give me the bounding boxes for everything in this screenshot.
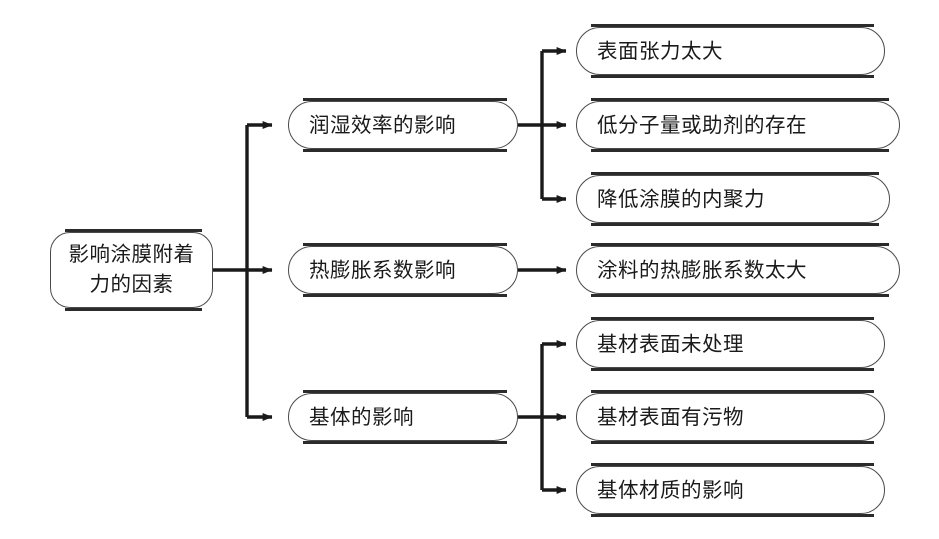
node-leaf-1-3-label: 降低涂膜的内聚力: [597, 186, 765, 211]
node-leaf-3-1-label: 基材表面未处理: [597, 331, 744, 356]
node-leaf-1-3[interactable]: 降低涂膜的内聚力: [576, 172, 890, 226]
node-branch-1[interactable]: 润湿效率的影响: [288, 98, 518, 152]
node-leaf-1-1[interactable]: 表面张力太大: [576, 24, 885, 78]
node-branch-2-label: 热膨胀系数影响: [309, 257, 456, 282]
node-leaf-1-1-label: 表面张力太大: [597, 38, 723, 63]
node-leaf-1-2[interactable]: 低分子量或助剂的存在: [576, 98, 900, 152]
node-branch-3-label: 基体的影响: [309, 404, 414, 429]
node-branch-3[interactable]: 基体的影响: [288, 390, 518, 444]
node-root-label: 影响涂膜附着 力的因素: [68, 242, 195, 296]
node-branch-2[interactable]: 热膨胀系数影响: [288, 243, 518, 297]
node-leaf-3-3[interactable]: 基体材质的影响: [576, 463, 885, 517]
node-leaf-3-3-label: 基体材质的影响: [597, 477, 744, 502]
node-leaf-1-2-label: 低分子量或助剂的存在: [597, 112, 807, 137]
node-leaf-2-1-label: 涂料的热膨胀系数太大: [597, 257, 807, 282]
node-leaf-2-1[interactable]: 涂料的热膨胀系数太大: [576, 243, 900, 297]
node-branch-1-label: 润湿效率的影响: [309, 112, 456, 137]
node-leaf-3-2[interactable]: 基材表面有污物: [576, 390, 885, 444]
node-leaf-3-2-label: 基材表面有污物: [597, 404, 744, 429]
node-leaf-3-1[interactable]: 基材表面未处理: [576, 317, 885, 371]
node-root[interactable]: 影响涂膜附着 力的因素: [50, 229, 213, 311]
